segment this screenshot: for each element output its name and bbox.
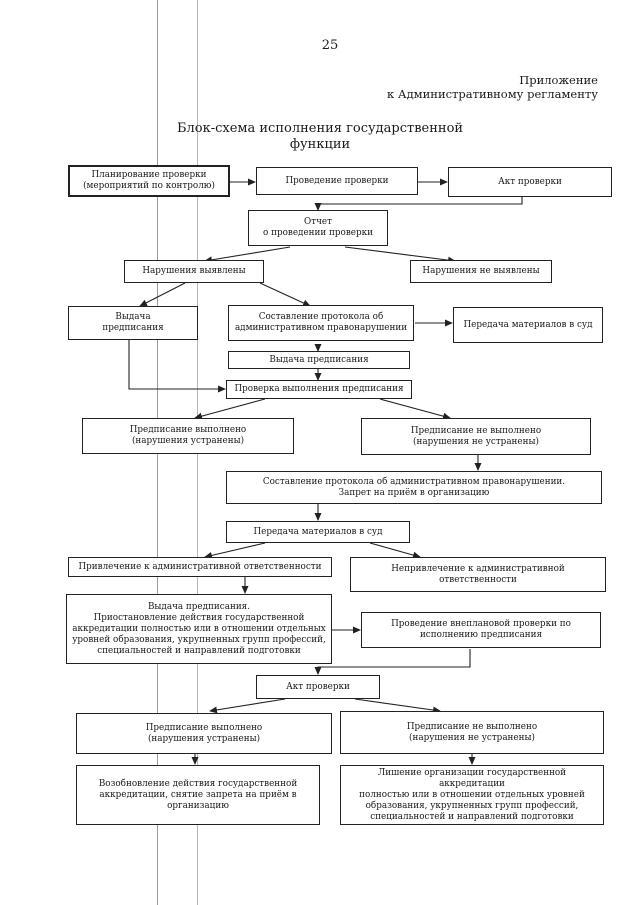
box-act-2: Акт проверки xyxy=(256,675,380,699)
box-check-execution: Проверка выполнения предписания xyxy=(226,380,412,399)
arrow-report-to-violations-found xyxy=(204,246,291,264)
box-fulfilled-1: Предписание выполнено (нарушения устране… xyxy=(82,418,294,454)
box-transfer-court-2: Передача материалов в суд xyxy=(226,521,410,543)
arrow-court-to-liability xyxy=(204,542,266,559)
arrow-unscheduled-to-act xyxy=(314,649,471,675)
box-resume-accreditation: Возобновление действия государственной а… xyxy=(76,765,320,825)
box-inspection: Проведение проверки xyxy=(256,167,418,195)
box-unscheduled-inspection: Проведение внеплановой проверки по испол… xyxy=(361,612,601,648)
arrow-court-to-no-liability xyxy=(369,542,421,559)
box-protocol-1: Составление протокола об административно… xyxy=(228,305,414,341)
box-report: Отчет о проведении проверки xyxy=(248,210,388,246)
box-act-1: Акт проверки xyxy=(448,167,612,197)
box-planning: Планирование проверки (мероприятий по ко… xyxy=(68,165,230,197)
box-protocol-ban: Составление протокола об административно… xyxy=(226,471,602,504)
box-not-fulfilled-1: Предписание не выполнено (нарушения не у… xyxy=(361,418,591,455)
box-issue-order-1: Выдача предписания xyxy=(68,306,198,340)
arrow-act-to-fulfilled xyxy=(209,698,286,714)
page-number: 25 xyxy=(321,38,339,53)
arrow-check-to-not-fulfilled xyxy=(379,398,451,420)
page-title: Блок-схема исполнения государственной фу… xyxy=(150,121,490,153)
arrow-first-order-to-check xyxy=(128,340,226,393)
box-violations-found: Нарушения выявлены xyxy=(124,260,264,283)
box-fulfilled-2: Предписание выполнено (нарушения устране… xyxy=(76,713,332,754)
title-line-1: Блок-схема исполнения государственной xyxy=(176,121,464,136)
arrow-violations-to-order xyxy=(139,282,186,307)
arrow-report-to-no-violations xyxy=(344,246,456,264)
arrow-act-to-not-fulfilled xyxy=(354,698,441,714)
appendix-line-1: Приложение xyxy=(519,73,598,87)
title-line-2: функции xyxy=(289,137,351,152)
box-violations-not-found: Нарушения не выявлены xyxy=(410,260,552,283)
box-liability: Привлечение к административной ответстве… xyxy=(68,557,332,577)
box-no-liability: Непривлечение к административной ответст… xyxy=(350,557,606,592)
box-issue-order-2: Выдача предписания xyxy=(228,351,410,369)
arrow-check-to-fulfilled xyxy=(194,398,266,420)
arrow-violations-to-protocol xyxy=(259,282,311,307)
box-revoke-accreditation: Лишение организации государственной аккр… xyxy=(340,765,604,825)
box-suspension: Выдача предписания. Приостановление дейс… xyxy=(66,594,332,664)
box-transfer-court-1: Передача материалов в суд xyxy=(453,307,603,343)
arrow-act-to-report xyxy=(314,197,523,211)
box-not-fulfilled-2: Предписание не выполнено (нарушения не у… xyxy=(340,711,604,754)
appendix-header: Приложение к Административному регламент… xyxy=(387,73,598,101)
appendix-line-2: к Административному регламенту xyxy=(387,87,598,101)
